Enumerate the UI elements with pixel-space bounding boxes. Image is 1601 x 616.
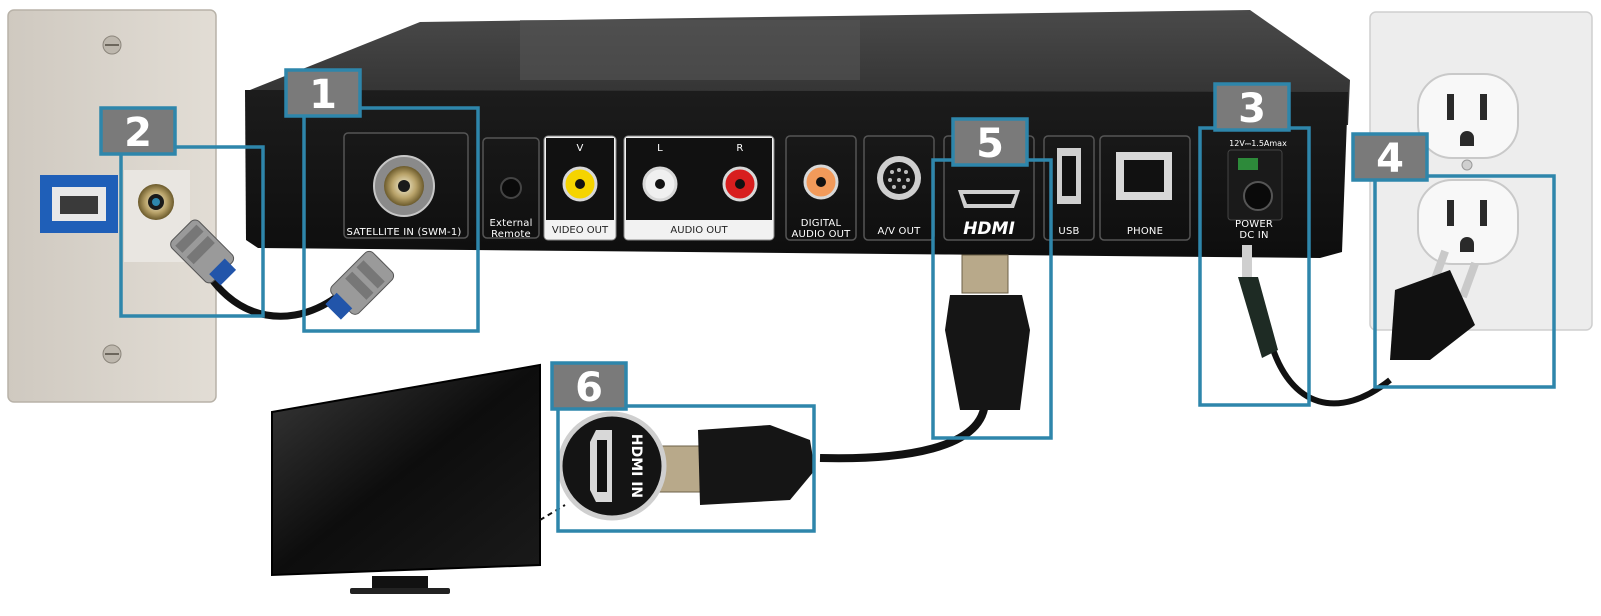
label-dc-in: DC IN: [1239, 230, 1268, 241]
badge-1: 1: [284, 68, 362, 118]
satellite-receiver: SATELLITE IN (SWM-1) External Remote V V…: [245, 10, 1350, 258]
hdmi-plug-receiver: [945, 254, 1030, 410]
callout-box-2: [119, 145, 265, 318]
label-audio-out: AUDIO OUT: [670, 225, 728, 236]
label-digital-audio-out: AUDIO OUT: [792, 229, 852, 240]
label-hdmi: HDMI: [963, 219, 1015, 239]
port-satellite-in: SATELLITE IN (SWM-1): [343, 132, 469, 239]
label-usb: USB: [1058, 226, 1079, 237]
port-phone: PHONE: [1099, 135, 1191, 241]
label-satellite-in: SATELLITE IN (SWM-1): [347, 227, 462, 238]
port-video-out: V VIDEO OUT: [543, 135, 617, 241]
port-digital-audio-out: DIGITAL AUDIO OUT: [785, 135, 857, 241]
outlet-socket-top: [1417, 73, 1519, 159]
port-audio-out: L R AUDIO OUT: [623, 135, 775, 241]
callout-box-1: [302, 106, 480, 333]
dc-power-plug: [1238, 245, 1278, 358]
label-phone: PHONE: [1127, 226, 1163, 237]
badge-3: 3: [1213, 82, 1291, 132]
callouts: 1 2 3 4 5 6: [99, 68, 1556, 533]
label-audio-l: L: [657, 143, 663, 154]
badge-4: 4: [1351, 132, 1429, 182]
television: HDMI IN: [271, 363, 667, 594]
label-av-out: A/V OUT: [878, 226, 922, 237]
label-power-rating: 12V⎓1.5Amax: [1229, 139, 1287, 148]
label-video-v: V: [576, 143, 583, 154]
port-external-remote: External Remote: [482, 137, 540, 240]
coax-connector-receiver: [325, 250, 395, 320]
label-audio-r: R: [736, 143, 743, 154]
badge-5: 5: [951, 117, 1029, 167]
badge-5-number: 5: [976, 121, 1004, 167]
badge-4-number: 4: [1376, 136, 1404, 182]
coax-connector-wall: [170, 219, 237, 286]
label-power: POWER: [1235, 219, 1273, 230]
badge-1-number: 1: [309, 72, 337, 118]
cables: [170, 219, 1479, 505]
port-usb: USB: [1043, 135, 1095, 241]
label-digital: DIGITAL: [801, 218, 842, 229]
wall-coax-socket: [124, 170, 190, 262]
hdmi-plug-tv: [657, 425, 815, 505]
wall-plate: [7, 9, 217, 403]
badge-6: 6: [550, 361, 628, 411]
label-video-out: VIDEO OUT: [552, 225, 609, 236]
badge-2-number: 2: [124, 110, 152, 156]
wall-outlet: [1369, 11, 1593, 331]
badge-6-number: 6: [575, 365, 603, 411]
badge-2: 2: [99, 106, 177, 156]
tv-hdmi-in-label: HDMI IN: [628, 434, 644, 498]
badge-3-number: 3: [1238, 86, 1266, 132]
port-av-out: A/V OUT: [863, 135, 935, 241]
callout-box-6: [556, 404, 816, 533]
port-hdmi: HDMI: [943, 135, 1035, 241]
ac-power-plug: [1390, 249, 1479, 360]
port-power-dc-in: 12V⎓1.5Amax POWER DC IN: [1227, 139, 1287, 241]
ethernet-jack: [40, 175, 118, 233]
label-remote: Remote: [491, 229, 531, 240]
outlet-socket-bottom: [1417, 179, 1519, 265]
tv-hdmi-port: HDMI IN: [557, 411, 667, 521]
callout-box-4: [1373, 174, 1556, 389]
label-external: External: [489, 218, 532, 229]
